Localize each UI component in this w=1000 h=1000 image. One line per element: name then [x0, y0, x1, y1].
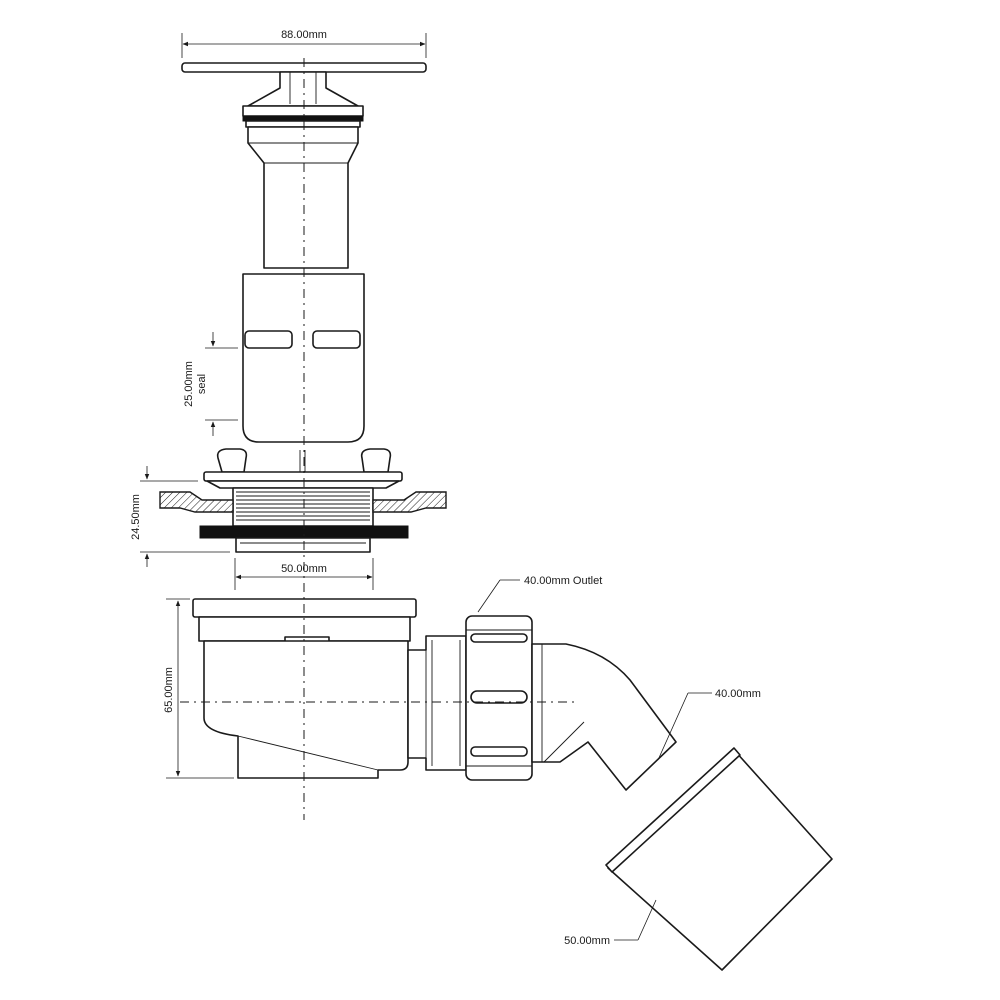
callout-outlet: 40.00mm Outlet: [477, 575, 602, 613]
seal-word-label: seal: [196, 374, 208, 394]
pipe-outer-label: 50.00mm: [564, 935, 610, 947]
dimension-body-height: 24.50mm: [130, 466, 230, 567]
callout-pipe-inner: 40.00mm: [657, 688, 761, 761]
body-height-label: 24.50mm: [130, 494, 142, 540]
flange-body: [159, 448, 447, 553]
pipe-inner-label: 40.00mm: [715, 688, 761, 700]
callout-pipe-outer: 50.00mm: [564, 899, 657, 947]
trap-body: [192, 598, 467, 779]
outlet-label: 40.00mm Outlet: [524, 575, 602, 587]
outlet-nut: [465, 615, 533, 781]
dimension-flange-width: 88.00mm: [181, 29, 427, 58]
pipe-connector: [605, 747, 833, 971]
bend-pipe: [531, 643, 677, 791]
dimension-seal-length: 25.00mm seal: [183, 332, 238, 436]
waste-body-top: [242, 105, 364, 269]
flange-width-label: 88.00mm: [281, 29, 327, 41]
dimension-trap-height: 65.00mm: [163, 598, 234, 779]
thread-lines: [236, 491, 370, 521]
seal-length-label: 25.00mm: [183, 361, 195, 407]
trap-height-label: 65.00mm: [163, 667, 175, 713]
